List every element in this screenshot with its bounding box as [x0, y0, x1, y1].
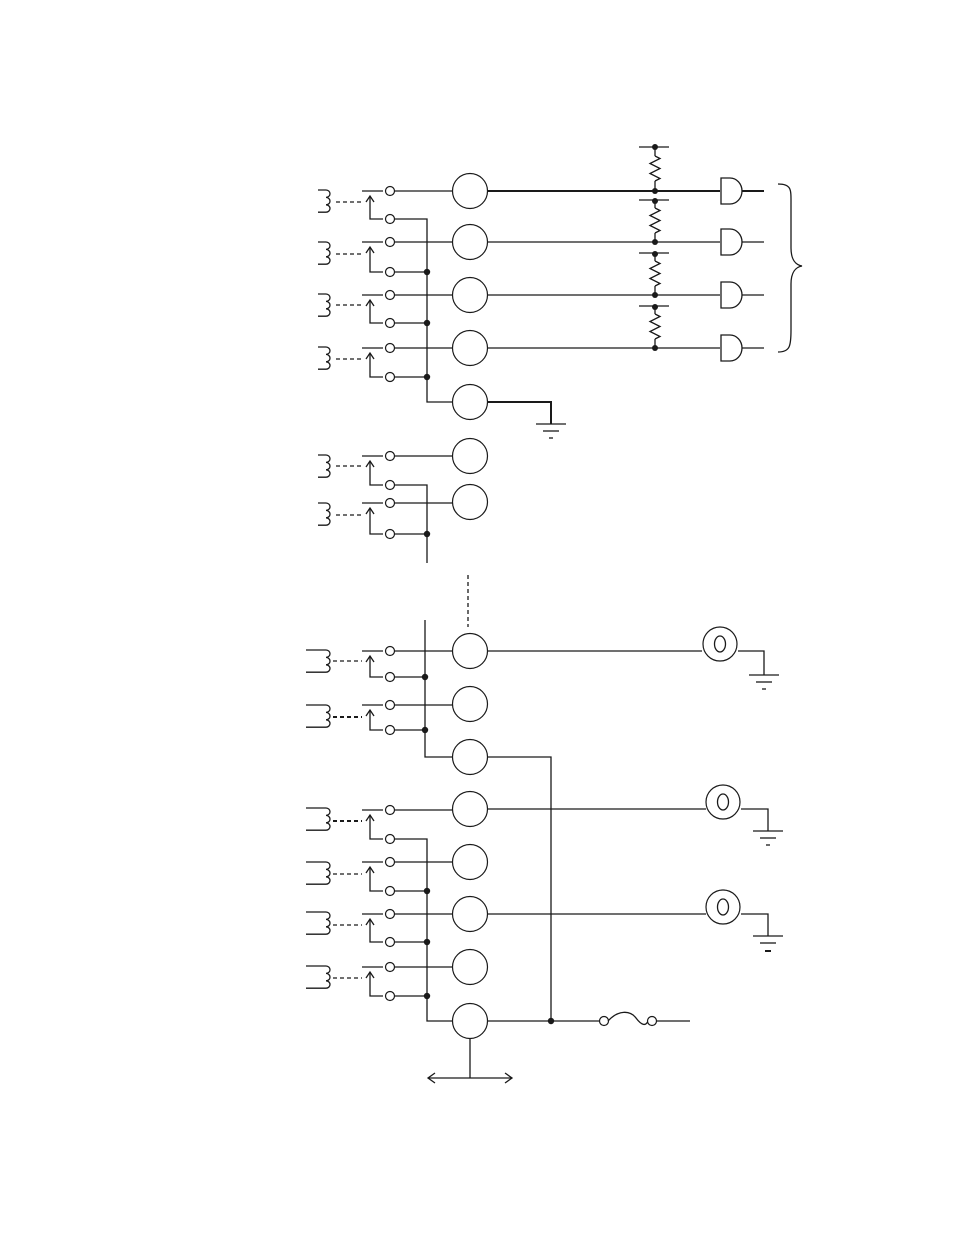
connector-pin [453, 634, 488, 669]
connector-pin [453, 331, 488, 366]
relay-contact-4 [318, 344, 395, 382]
ground-icon [753, 936, 783, 951]
relay-contact-8 [306, 701, 395, 735]
resistor-icon [650, 156, 660, 181]
relay-contact-12 [306, 963, 395, 1001]
resistor-icon [650, 261, 660, 286]
connector-pin [453, 845, 488, 880]
relay-contact-7 [306, 647, 395, 682]
relay-contact-9 [306, 806, 395, 844]
gate-icon [721, 282, 764, 308]
connector-pin [453, 792, 488, 827]
relay-coil-icon [318, 242, 330, 264]
pull-up-resistor-ladder [639, 144, 669, 351]
relay-coil-icon [318, 294, 330, 316]
connector-pin [453, 485, 488, 520]
connector-pin [453, 174, 488, 209]
bidirectional-arrow-icon [428, 1038, 512, 1083]
ground-icon [749, 675, 779, 689]
relay-coil-icon [306, 966, 330, 988]
connector-pin [453, 950, 488, 985]
ground-icon [753, 831, 783, 845]
connector-pin [453, 1004, 488, 1039]
gate-icon [721, 178, 764, 204]
lower-block [306, 620, 783, 1083]
fuse-icon [600, 1012, 657, 1025]
relay-contact-2 [318, 238, 395, 277]
relay-contact-11 [306, 910, 395, 947]
middle-block [318, 439, 488, 628]
lamp-icon [706, 890, 740, 924]
relay-coil-icon [306, 862, 330, 884]
connector-pin [453, 687, 488, 722]
relay-contact-1 [318, 187, 395, 224]
resistor-icon [650, 208, 660, 233]
gate-icon [721, 229, 764, 255]
gate-icon [721, 335, 764, 361]
lamp-icon [703, 627, 737, 661]
connector-pin [453, 740, 488, 775]
brace-icon [778, 184, 802, 352]
connector-pin [453, 439, 488, 474]
connector-pin [453, 897, 488, 932]
connector-pin [453, 225, 488, 260]
relay-coil-icon [318, 503, 330, 525]
ground-icon [536, 424, 566, 438]
relay-coil-icon [318, 190, 330, 212]
relay-coil-icon [318, 455, 330, 477]
lamp-icon [706, 785, 740, 819]
relay-coil-icon [306, 705, 330, 727]
relay-coil-icon [306, 650, 330, 672]
connector-pin [453, 385, 488, 420]
relay-coil-icon [306, 912, 330, 934]
relay-contact-10 [306, 858, 395, 896]
relay-contact-3 [318, 291, 395, 328]
relay-contact-6 [318, 499, 395, 539]
resistor-icon [650, 314, 660, 339]
connector-pin [453, 278, 488, 313]
relay-contact-5 [318, 452, 395, 490]
relay-coil-icon [318, 347, 330, 369]
return-bus [395, 219, 453, 402]
upper-block [318, 144, 802, 438]
relay-coil-icon [306, 808, 330, 830]
